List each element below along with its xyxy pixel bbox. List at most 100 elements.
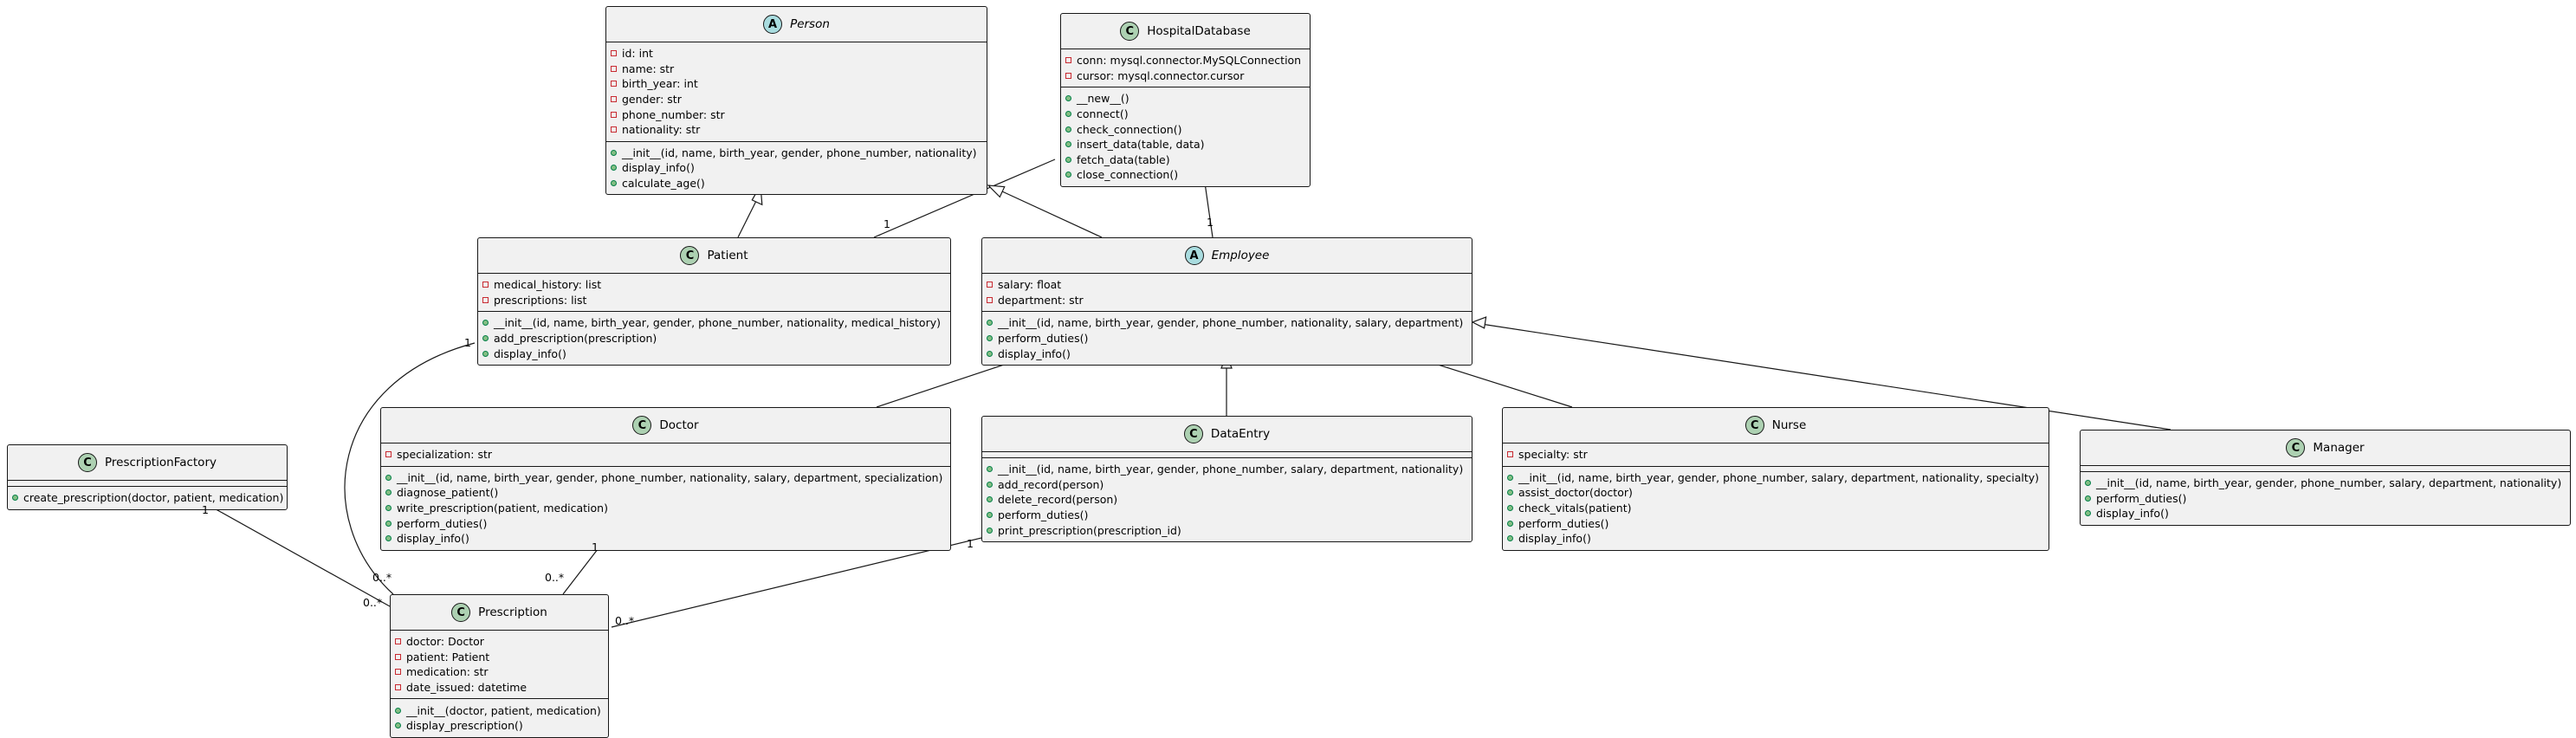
method-section: __init__(id, name, birth_year, gender, p… — [1503, 465, 2049, 550]
method-row: check_connection() — [1065, 121, 1310, 137]
public-visibility-icon — [1065, 95, 1071, 102]
private-visibility-icon — [482, 282, 489, 288]
method-text: fetch_data(table) — [1077, 152, 1170, 166]
class-name: Prescription — [478, 605, 547, 619]
attribute-text: nationality: str — [622, 123, 701, 137]
attribute-section: specialty: str — [1503, 443, 2049, 466]
public-visibility-icon — [987, 496, 993, 503]
method-text: connect() — [1077, 107, 1129, 121]
method-row: __init__(id, name, birth_year, gender, p… — [385, 470, 950, 486]
method-row: __init__(id, name, birth_year, gender, p… — [611, 146, 987, 161]
attribute-text: specialization: str — [397, 448, 492, 462]
method-text: display_info() — [998, 346, 1071, 360]
method-text: close_connection() — [1077, 168, 1179, 182]
private-visibility-icon — [987, 282, 993, 288]
multiplicity-label: 0..* — [615, 614, 635, 627]
public-visibility-icon — [385, 520, 392, 527]
private-visibility-icon — [611, 126, 617, 133]
method-row: close_connection() — [1065, 167, 1310, 183]
method-row: __init__(id, name, birth_year, gender, p… — [987, 315, 1472, 331]
abstract-class-icon: A — [763, 15, 783, 34]
attribute-row: medication: str — [395, 664, 608, 680]
public-visibility-icon — [987, 527, 993, 534]
attribute-text: patient: Patient — [406, 650, 490, 664]
method-section: __init__(id, name, birth_year, gender, p… — [982, 457, 1472, 541]
method-row: perform_duties() — [2085, 491, 2570, 507]
inherit-head-employee-person — [987, 184, 1006, 198]
attribute-text: phone_number: str — [622, 107, 725, 121]
private-visibility-icon — [395, 684, 401, 691]
method-row: diagnose_patient() — [385, 485, 950, 501]
attribute-row: birth_year: int — [611, 76, 987, 92]
method-section: __init__(id, name, birth_year, gender, p… — [606, 140, 987, 195]
method-text: perform_duties() — [998, 332, 1089, 346]
method-row: __init__(id, name, birth_year, gender, p… — [482, 315, 950, 331]
private-visibility-icon — [482, 296, 489, 303]
method-section: __init__(id, name, birth_year, gender, p… — [478, 311, 950, 365]
public-visibility-icon — [1065, 111, 1071, 118]
method-row: __init__(id, name, birth_year, gender, p… — [987, 462, 1472, 477]
public-visibility-icon — [1065, 156, 1071, 163]
method-text: __init__(id, name, birth_year, gender, p… — [397, 470, 943, 484]
class-name: Patient — [707, 249, 748, 262]
attribute-row: salary: float — [987, 277, 1472, 293]
attribute-row: specialty: str — [1507, 447, 2049, 463]
public-visibility-icon — [482, 350, 489, 357]
method-text: __init__(id, name, birth_year, gender, p… — [998, 463, 1464, 476]
method-row: create_prescription(doctor, patient, med… — [12, 490, 287, 506]
method-row: print_prescription(prescription_id) — [987, 522, 1472, 538]
public-visibility-icon — [482, 335, 489, 342]
edge-factory-prescription — [203, 502, 391, 607]
method-text: check_vitals(patient) — [1518, 502, 1632, 515]
public-visibility-icon — [611, 149, 617, 156]
method-text: display_info() — [494, 346, 566, 360]
method-section: __init__(doctor, patient, medication)dis… — [391, 698, 608, 736]
private-visibility-icon — [395, 669, 401, 676]
attribute-row: medical_history: list — [482, 277, 950, 293]
attribute-text: gender: str — [622, 93, 682, 107]
private-visibility-icon — [611, 111, 617, 118]
method-row: calculate_age() — [611, 176, 987, 191]
edge-patient-prescription — [344, 342, 476, 595]
private-visibility-icon — [987, 296, 993, 303]
method-row: display_info() — [987, 346, 1472, 361]
public-visibility-icon — [1507, 489, 1513, 496]
method-row: __new__() — [1065, 91, 1310, 107]
method-row: write_prescription(patient, medication) — [385, 501, 950, 516]
attribute-row: department: str — [987, 293, 1472, 308]
multiplicity-label: 0..* — [363, 596, 383, 609]
public-visibility-icon — [1065, 126, 1071, 133]
abstract-class-icon: A — [1184, 246, 1204, 265]
public-visibility-icon — [987, 512, 993, 519]
public-visibility-icon — [611, 165, 617, 172]
method-row: display_info() — [2085, 506, 2570, 521]
method-text: __init__(doctor, patient, medication) — [406, 703, 601, 717]
method-text: print_prescription(prescription_id) — [998, 523, 1181, 537]
method-text: calculate_age() — [622, 177, 705, 191]
method-row: check_vitals(patient) — [1507, 501, 2049, 516]
attribute-text: salary: float — [998, 278, 1062, 292]
method-section: __init__(id, name, birth_year, gender, p… — [381, 465, 950, 550]
method-row: display_prescription() — [395, 718, 608, 734]
private-visibility-icon — [395, 638, 401, 645]
attribute-row: cursor: mysql.connector.cursor — [1065, 68, 1310, 84]
edge-employee-person — [1001, 191, 1103, 238]
edge-doctor-employee — [876, 358, 1023, 408]
public-visibility-icon — [987, 320, 993, 327]
private-visibility-icon — [611, 96, 617, 103]
method-section: __init__(id, name, birth_year, gender, p… — [982, 311, 1472, 365]
method-text: insert_data(table, data) — [1077, 138, 1205, 152]
multiplicity-label: 1 — [883, 217, 890, 230]
class-name: PrescriptionFactory — [105, 456, 217, 469]
public-visibility-icon — [395, 722, 401, 729]
public-visibility-icon — [987, 335, 993, 342]
